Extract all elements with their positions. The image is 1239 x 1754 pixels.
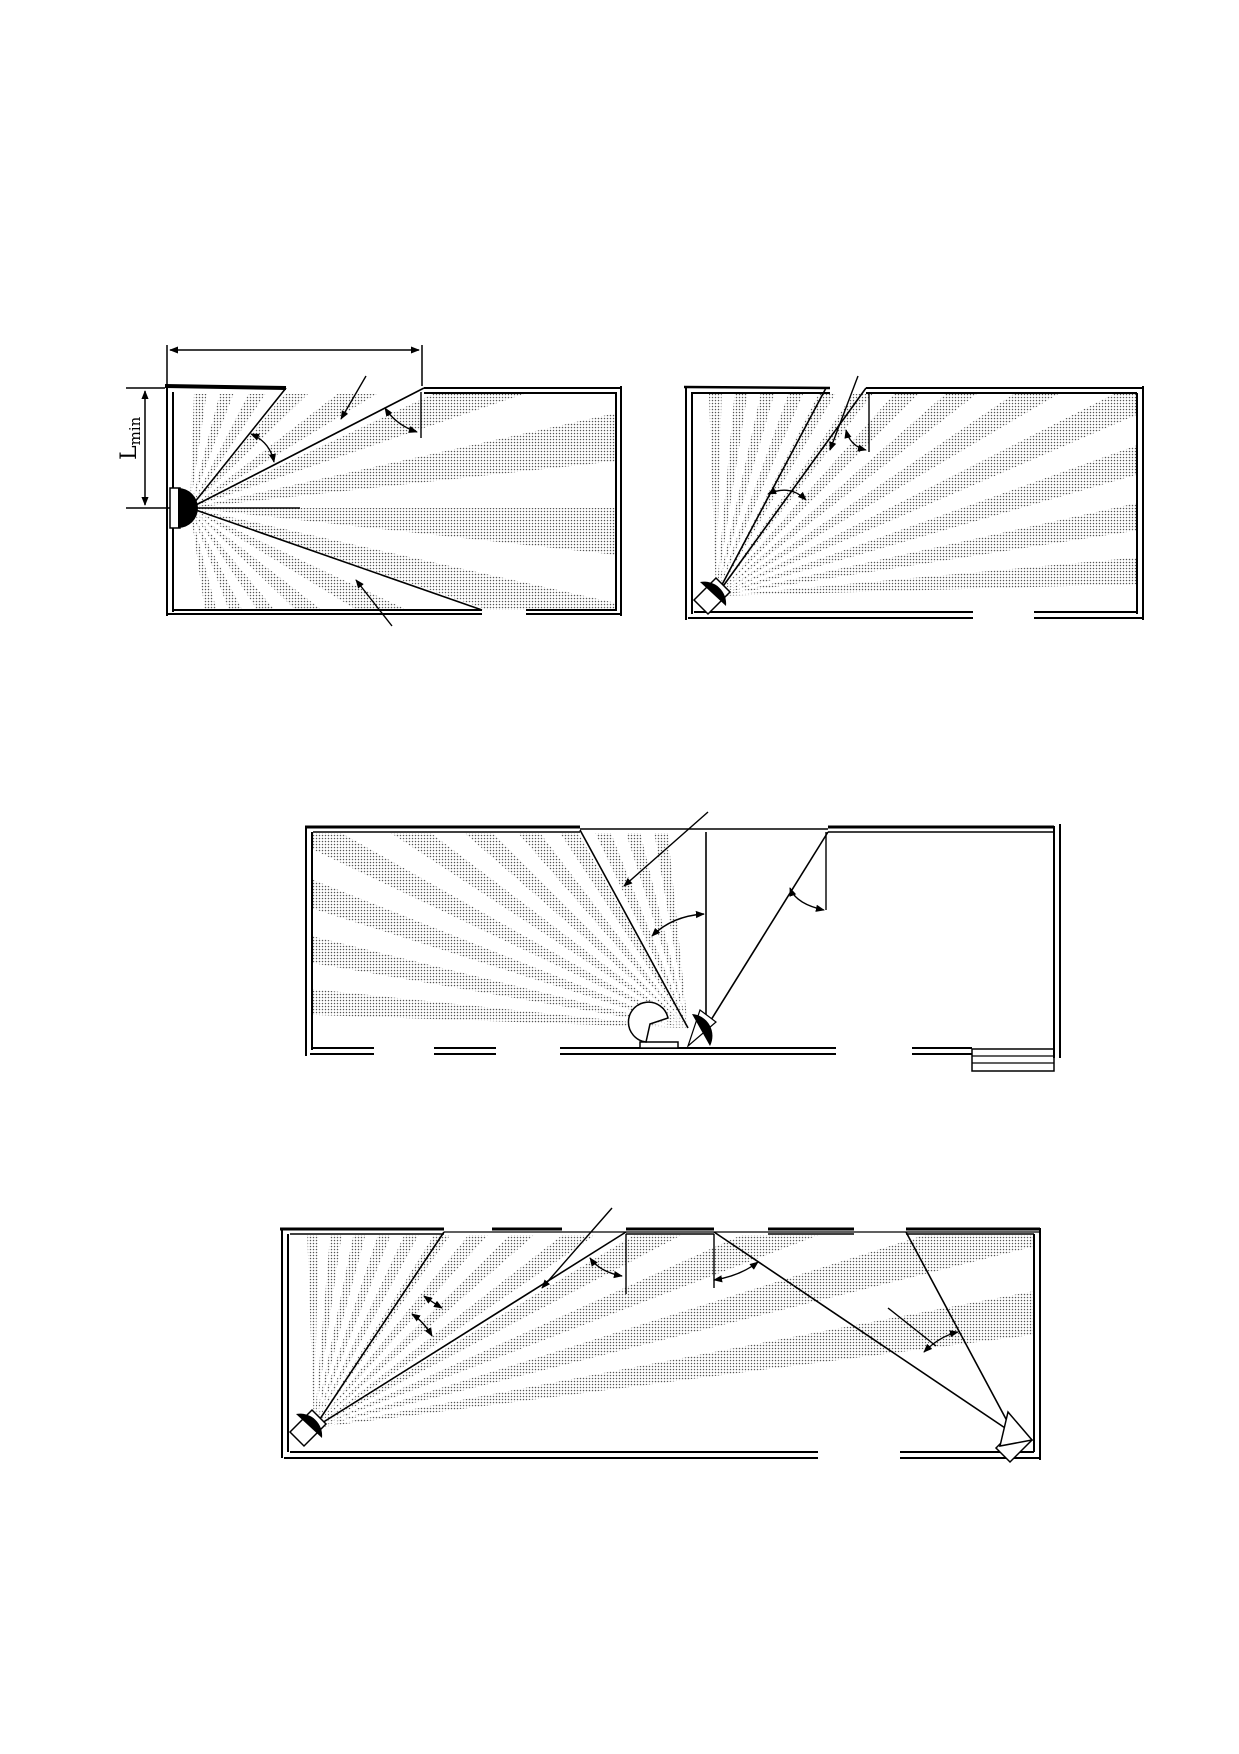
coverage-wedge xyxy=(314,1235,366,1428)
coverage-wedge xyxy=(716,394,873,596)
coverage-wedge xyxy=(190,508,616,610)
coverage-wedge xyxy=(313,879,688,1028)
coverage-wedge xyxy=(314,1235,451,1428)
coverage-wedge xyxy=(716,394,1137,596)
coverage-wedge xyxy=(314,1235,419,1428)
plan-3-coverage-fan xyxy=(313,522,1239,1029)
coverage-wedge xyxy=(190,508,616,555)
coverage-wedge xyxy=(390,833,688,1028)
plan-4-sensor-right xyxy=(994,1410,1034,1464)
coverage-wedge xyxy=(313,833,688,1028)
plan-2-coverage-fan xyxy=(708,394,1137,596)
coverage-wedge xyxy=(716,394,1059,596)
coverage-wedge xyxy=(706,721,1194,1028)
coverage-wedge xyxy=(314,1235,682,1428)
coverage-wedge xyxy=(314,1235,819,1428)
coverage-wedge xyxy=(314,1235,596,1428)
coverage-wedge xyxy=(716,394,977,596)
coverage-wedge xyxy=(190,508,243,610)
plan-3-room xyxy=(305,522,1239,1072)
coverage-wedge xyxy=(314,1235,342,1428)
coverage-wedge xyxy=(190,394,234,508)
coverage-wedge xyxy=(190,394,377,508)
l-min-label-subscript: min xyxy=(126,416,144,445)
coverage-wedge xyxy=(190,508,408,610)
coverage-wedge xyxy=(314,1235,488,1428)
l-min-label: Lmin xyxy=(117,416,144,460)
coverage-wedge xyxy=(190,508,217,610)
coverage-wedge xyxy=(307,1235,319,1428)
coverage-wedge xyxy=(190,508,322,610)
coverage-wedge xyxy=(716,502,1137,596)
coverage-wedge xyxy=(464,833,688,1028)
coverage-wedge xyxy=(313,936,688,1028)
coverage-wedge xyxy=(716,394,918,596)
coverage-wedge xyxy=(716,394,775,596)
coverage-wedge xyxy=(314,1235,1034,1428)
coverage-wedge xyxy=(190,394,266,508)
coverage-wedge xyxy=(706,660,1152,1028)
coverage-wedge xyxy=(190,412,616,508)
coverage-wedge xyxy=(595,833,688,1028)
coverage-wedge xyxy=(706,858,1239,1028)
coverage-wedge xyxy=(716,394,748,596)
plan-1-room: Lmin xyxy=(117,345,622,627)
plan-2-room xyxy=(683,375,1144,620)
coverage-wedge xyxy=(190,508,275,610)
coverage-wedge xyxy=(314,1235,391,1428)
coverage-wedge xyxy=(190,394,309,508)
l-min-label-main: L xyxy=(117,445,142,460)
coverage-wedge xyxy=(190,394,207,508)
coverage-wedge xyxy=(716,394,804,596)
coverage-wedge xyxy=(706,933,1239,1029)
coverage-wedge xyxy=(708,394,722,596)
plan-4-sensor-left xyxy=(288,1408,328,1448)
plan-4-room xyxy=(280,1207,1041,1464)
plan-3-sensor-pair xyxy=(627,1001,717,1049)
plan-1-coverage-fan xyxy=(190,394,616,610)
coverage-wedge xyxy=(706,560,1044,1028)
coverage-wedge xyxy=(716,557,1137,596)
coverage-wedge xyxy=(190,394,524,508)
plan-2-sensor xyxy=(692,576,732,616)
coverage-wedge xyxy=(716,445,1137,596)
coverage-wedge xyxy=(654,833,688,1028)
coverage-wedge xyxy=(313,989,688,1028)
coverage-wedge xyxy=(560,833,688,1028)
coverage-wedge xyxy=(706,522,981,1028)
coverage-wedge xyxy=(517,833,688,1028)
coverage-wedge xyxy=(314,1291,1034,1428)
coverage-wedge xyxy=(706,787,1227,1028)
coverage-wedge xyxy=(706,606,1102,1028)
